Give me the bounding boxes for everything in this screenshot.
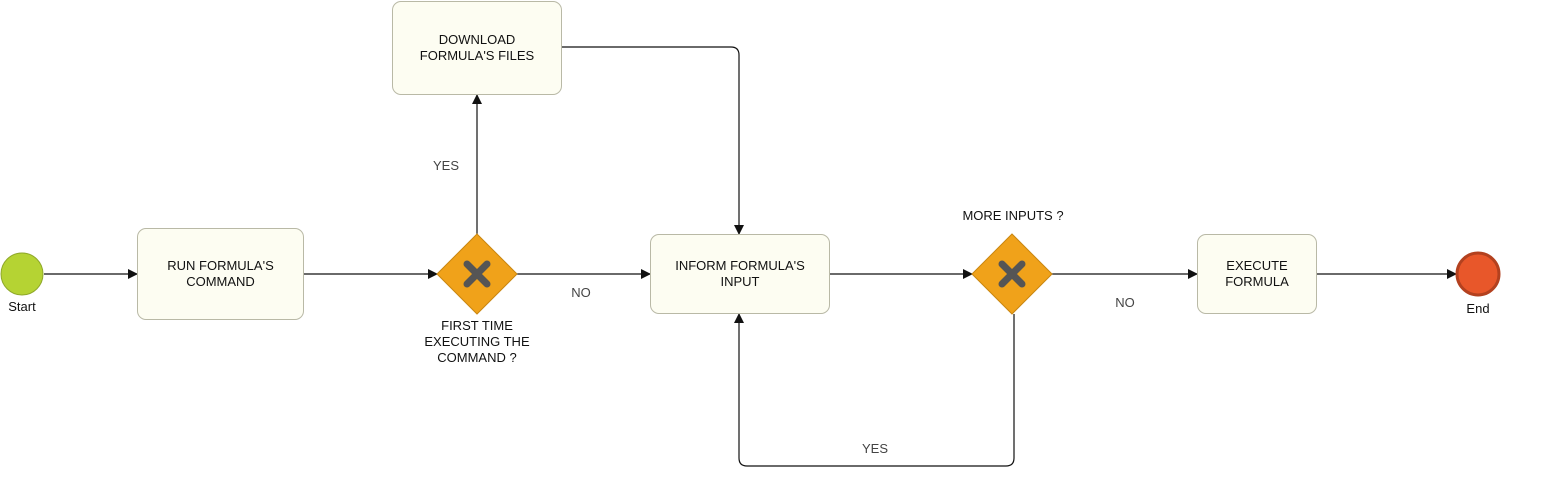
edge-gateway2-yes-loop — [734, 313, 1015, 467]
edge-label-more-inputs-yes: YES — [861, 441, 888, 456]
task-inform-input-label: INFORM FORMULA'S INPUT — [675, 258, 805, 289]
x-icon — [998, 260, 1026, 288]
task-inform-input: INFORM FORMULA'S INPUT — [650, 234, 830, 314]
task-execute-formula: EXECUTE FORMULA — [1197, 234, 1317, 314]
end-event-label: End — [1466, 301, 1490, 316]
gateway-more-inputs — [971, 233, 1053, 315]
start-event — [0, 252, 44, 296]
end-event — [1455, 251, 1501, 297]
task-download-files: DOWNLOAD FORMULA'S FILES — [392, 1, 562, 95]
gateway-first-time — [436, 233, 518, 315]
task-run-command: RUN FORMULA'S COMMAND — [137, 228, 304, 320]
edge-download-to-inform — [562, 46, 744, 235]
gateway-more-inputs-label: MORE INPUTS ? — [962, 208, 1064, 223]
edge-label-first-time-yes: YES — [432, 158, 459, 173]
start-event-label: Start — [8, 299, 36, 314]
task-execute-formula-label: EXECUTE FORMULA — [1225, 258, 1289, 289]
task-run-command-label: RUN FORMULA'S COMMAND — [167, 258, 274, 289]
x-icon — [463, 260, 491, 288]
task-download-files-label: DOWNLOAD FORMULA'S FILES — [419, 32, 535, 63]
edge-label-more-inputs-no: NO — [1115, 295, 1135, 310]
edge-label-first-time-no: NO — [571, 285, 591, 300]
gateway-first-time-label: FIRST TIME EXECUTING THE COMMAND ? — [424, 318, 530, 365]
